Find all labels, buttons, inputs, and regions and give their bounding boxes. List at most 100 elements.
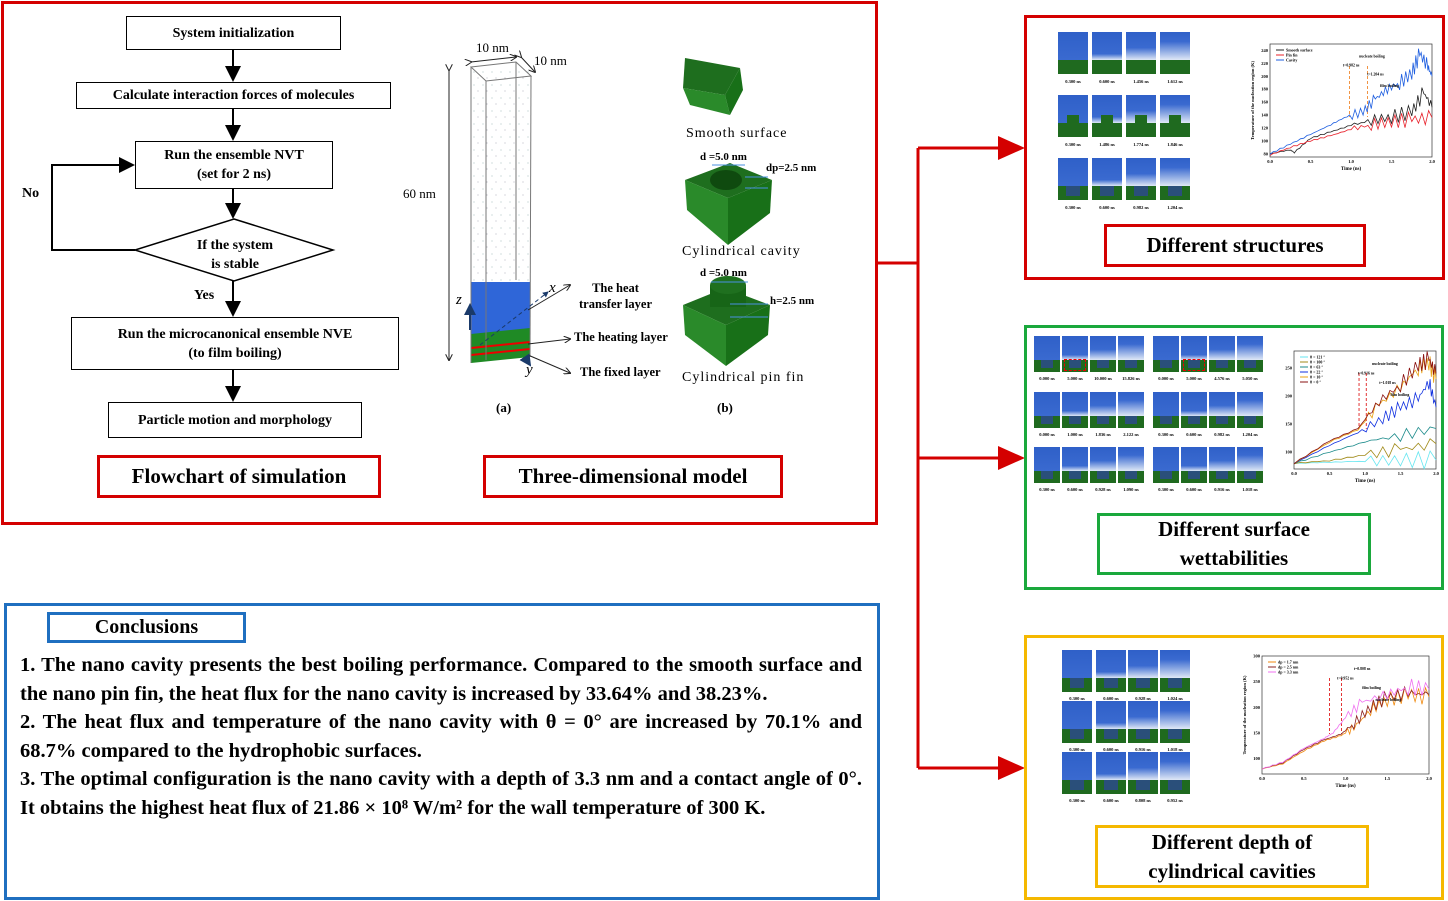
- plot-frame: [1293, 350, 1437, 470]
- step-nvt: Run the ensemble NVT(set for 2 ns): [135, 141, 333, 189]
- conclusions-list: 1. The nano cavity presents the best boi…: [20, 651, 862, 822]
- series-line: [1293, 438, 1437, 465]
- chart-annotation: t=1.018 ns: [1379, 381, 1396, 385]
- md-snapshot: [1062, 447, 1088, 483]
- snapshot-time-label: 0.916 ns: [1135, 747, 1151, 752]
- y-axis-label: Temperature of the nucleation region (K): [1250, 60, 1255, 140]
- y-tick-label: 200: [1253, 705, 1261, 710]
- md-snapshot: [1092, 32, 1122, 74]
- snapshot-time-label: 1.000 ns: [1067, 432, 1083, 437]
- x-tick-label: 0.0: [1259, 776, 1265, 781]
- depths-caption: Different depth of cylindrical cavities: [1095, 825, 1369, 888]
- fin-diameter-label: d =5.0 nm: [700, 267, 747, 279]
- series-line: [1269, 48, 1433, 155]
- heating-layer-label: The heating layer: [574, 330, 668, 344]
- decision-line: If the system: [196, 238, 274, 253]
- md-snapshot: [1092, 158, 1122, 200]
- snapshot-time-label: 0.982 ns: [1133, 205, 1149, 210]
- axis-z-label: z: [456, 292, 462, 308]
- snapshot-time-label: 1.612 ns: [1167, 79, 1183, 84]
- md-snapshot: [1237, 392, 1263, 428]
- x-axis-label: Time (ns): [1355, 479, 1376, 484]
- snapshot-time-label: 5.050 ns: [1242, 376, 1258, 381]
- md-snapshot: [1128, 752, 1158, 794]
- md-snapshot: [1153, 336, 1179, 372]
- step-sublabel: (to film boiling): [188, 345, 282, 361]
- chart-annotation: film boiling: [1391, 393, 1410, 397]
- snapshot-time-label: 5.000 ns: [1067, 376, 1083, 381]
- md-snapshot: [1160, 95, 1190, 137]
- y-tick-label: 80: [1264, 151, 1269, 156]
- md-snapshot: [1128, 650, 1158, 692]
- snapshot-time-label: 4.576 ns: [1214, 376, 1230, 381]
- step-calculate-forces: Calculate interaction forces of molecule…: [76, 82, 391, 109]
- snapshot-time-label: 1.204 ns: [1242, 432, 1258, 437]
- x-tick-label: 0.5: [1327, 471, 1333, 476]
- legend-label: θ = 63 °: [1310, 365, 1323, 370]
- md-snapshot: [1181, 392, 1207, 428]
- md-snapshot: [1058, 95, 1088, 137]
- flowchart-arrows: [51, 49, 336, 402]
- md-snapshot: [1062, 336, 1088, 372]
- step-label: Calculate interaction forces of molecule…: [112, 88, 355, 103]
- md-snapshot: [1118, 392, 1144, 428]
- wettabilities-panel: [1024, 325, 1444, 590]
- legend-label: θ = 100 °: [1310, 360, 1325, 365]
- liquid-region: [471, 282, 530, 334]
- step-label: Run the microcanonical ensemble NVE: [117, 326, 353, 342]
- y-tick-label: 120: [1261, 125, 1269, 130]
- snapshot-time-label: 1.836 ns: [1095, 432, 1111, 437]
- chart-annotation: nucleate boiling: [1359, 55, 1385, 59]
- step-label: System initialization: [172, 25, 295, 41]
- md-snapshot: [1237, 447, 1263, 483]
- x-tick-label: 1.5: [1389, 159, 1395, 164]
- snapshot-time-label: 1.018 ns: [1242, 487, 1258, 492]
- y-tick-label: 160: [1261, 100, 1269, 105]
- md-snapshot: [1160, 32, 1190, 74]
- x-tick-label: 1.0: [1343, 776, 1349, 781]
- md-snapshot: [1096, 650, 1126, 692]
- flowchart-caption: Flowchart of simulation: [97, 455, 381, 498]
- md-snapshot: [1062, 392, 1088, 428]
- snapshot-time-label: 0.600 ns: [1099, 79, 1115, 84]
- model-caption: Three-dimensional model: [483, 455, 783, 498]
- legend-label: θ = 121 °: [1310, 355, 1325, 360]
- step-system-initialization: System initialization: [126, 16, 341, 50]
- snapshot-time-label: 0.300 ns: [1158, 432, 1174, 437]
- axis-y-label: y: [526, 362, 533, 378]
- height-label: 60 nm: [403, 186, 436, 201]
- snapshot-time-label: 0.300 ns: [1069, 747, 1085, 752]
- series-line: [1261, 685, 1430, 770]
- model-illustration: [400, 30, 772, 420]
- md-snapshot: [1126, 158, 1156, 200]
- snapshot-time-label: 1.024 ns: [1167, 696, 1183, 701]
- x-tick-label: 1.0: [1348, 159, 1354, 164]
- x-tick-label: 1.0: [1362, 471, 1368, 476]
- conclusions-title: Conclusions: [47, 612, 246, 643]
- snapshot-time-label: 0.300 ns: [1069, 798, 1085, 803]
- series-line: [1293, 356, 1437, 465]
- snapshot-time-label: 1.018 ns: [1167, 747, 1183, 752]
- snapshot-time-label: 0.300 ns: [1065, 205, 1081, 210]
- md-snapshot: [1126, 32, 1156, 74]
- snapshot-time-label: 0.600 ns: [1099, 205, 1115, 210]
- chart-annotation: nucleate boiling: [1376, 698, 1402, 702]
- snapshot-time-label: 15.826 ns: [1122, 376, 1140, 381]
- snapshot-time-label: 0.300 ns: [1039, 487, 1055, 492]
- legend-label: dp = 2.5 nm: [1278, 665, 1299, 670]
- snapshot-time-label: 0.928 ns: [1135, 696, 1151, 701]
- connector-lines: [877, 136, 1025, 780]
- snapshot-time-label: 10.000 ns: [1094, 376, 1112, 381]
- legend-label: Cavity: [1286, 58, 1297, 63]
- md-snapshot: [1160, 158, 1190, 200]
- step-label: Particle motion and morphology: [137, 412, 333, 428]
- md-snapshot: [1209, 336, 1235, 372]
- decision-line: is stable: [211, 257, 259, 272]
- x-tick-label: 0.0: [1291, 471, 1297, 476]
- plot-frame: [1269, 43, 1433, 158]
- step-nve: Run the microcanonical ensemble NVE (to f…: [71, 317, 399, 370]
- axis-x-label: x: [549, 280, 556, 296]
- snapshot-time-label: 1.456 ns: [1133, 79, 1149, 84]
- y-tick-label: 200: [1285, 393, 1293, 398]
